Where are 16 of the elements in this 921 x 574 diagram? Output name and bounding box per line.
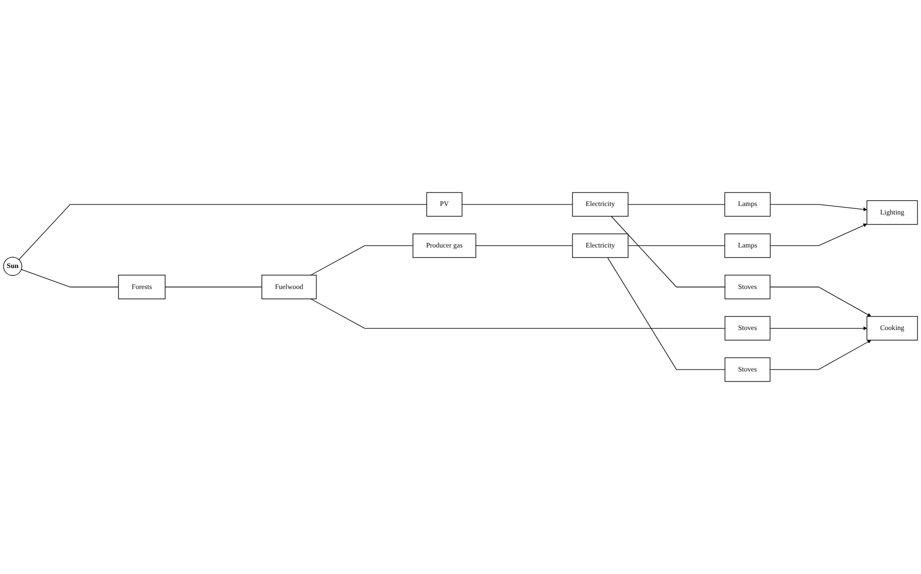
connector <box>310 245 414 276</box>
arrow <box>770 204 868 212</box>
connector <box>462 204 573 205</box>
connector <box>628 245 726 246</box>
connector <box>20 269 119 288</box>
connector <box>607 257 726 370</box>
connector <box>610 216 726 288</box>
arrow <box>770 340 872 370</box>
arrow <box>770 286 872 317</box>
connector <box>164 286 262 288</box>
arrow <box>770 326 868 330</box>
connector <box>18 204 428 260</box>
arrow <box>770 224 868 246</box>
connector <box>475 245 573 246</box>
connector <box>628 204 726 205</box>
connector <box>310 298 726 329</box>
